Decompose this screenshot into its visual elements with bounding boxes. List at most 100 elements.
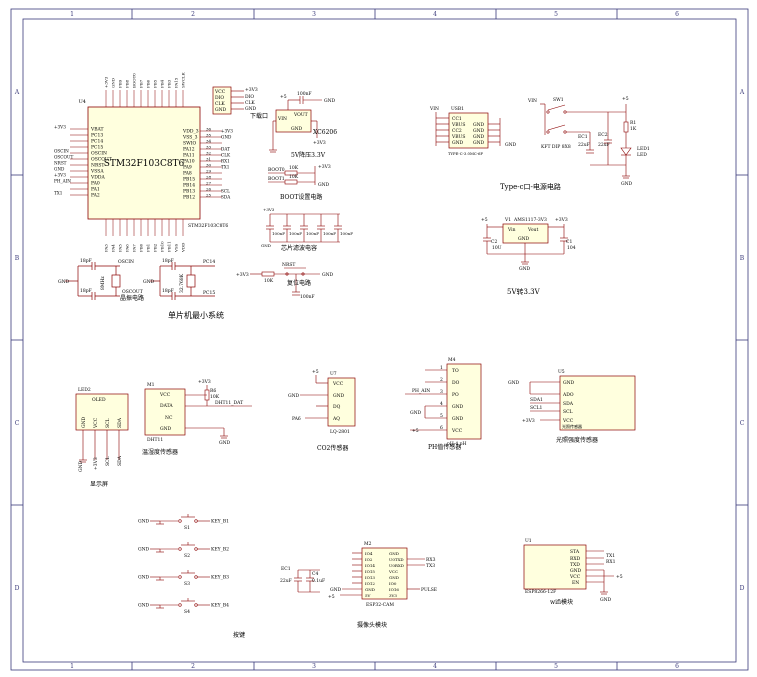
- camera-plus5: +5: [328, 594, 335, 600]
- co2-pin: DQ: [333, 404, 341, 410]
- oled-pin: VCC: [93, 417, 99, 429]
- mcu-chip-name: STM32F103C8T6: [104, 159, 185, 169]
- dht-pin: GND: [160, 426, 172, 432]
- mcu-left-net: +3V3: [54, 125, 66, 130]
- download-net: CLK: [245, 100, 255, 106]
- mcu-bottom-net: PB0: [139, 243, 144, 252]
- mcu-right-net: DAT: [221, 147, 230, 152]
- ldo-bottom-cap-val: 104: [567, 245, 576, 251]
- mcu-top-net: BOOT0: [132, 73, 137, 88]
- typec-right-pin: GND: [473, 128, 485, 134]
- boot-label: BOOT0: [268, 167, 285, 173]
- filter-cap: 100nF: [272, 231, 285, 236]
- dht-dat: DHT11_DAT: [215, 400, 243, 406]
- psw-r1: R1: [630, 120, 636, 126]
- col-label: 2: [191, 11, 195, 18]
- download-port: VCC DIO CLK GND +3V3 DIO CLK GND 下载口: [212, 86, 268, 120]
- filter-gnd: GND: [261, 243, 271, 248]
- oled-pin: SCL: [105, 418, 111, 428]
- typec-right-pin: GND: [473, 134, 485, 140]
- keys-title: 按键: [233, 631, 245, 639]
- col-label: 5: [554, 663, 558, 670]
- key-ref: S2: [184, 553, 190, 559]
- typec-left-pin: CC2: [452, 128, 462, 134]
- camera-right-pin: VCC: [388, 569, 398, 574]
- mcu-left-pin-name: PC13: [91, 133, 103, 139]
- mcu-left-net: GND: [54, 167, 65, 172]
- reset-cap: 100nF: [300, 294, 315, 300]
- reset-3v3: +3V3: [236, 272, 249, 278]
- download-title: 下载口: [250, 112, 268, 120]
- keys-block: 按键 GNDS1KEY_B1GNDS2KEY_B2GNDS3KEY_B3GNDS…: [138, 514, 245, 639]
- mcu-right-net: TX1: [221, 165, 230, 170]
- filter-caps: +3V3 GND 100nF 100nF 100nF 100nF 100nF 芯…: [261, 207, 353, 252]
- crystal-gnd-label: GND: [58, 279, 70, 285]
- light-pin: SCL: [563, 409, 573, 415]
- mcu-bottom-net: PB2: [153, 243, 158, 252]
- mcu-left-pin-name: VDDA: [90, 175, 105, 181]
- typec-right-pin: GND: [473, 140, 485, 146]
- mcu-ref: U4: [79, 99, 86, 105]
- download-net: +3V3: [245, 87, 258, 93]
- mcu-right-net: +3V3: [221, 129, 233, 134]
- ph-num: 4: [440, 401, 443, 407]
- crystal-labels: GND 18pF 18pF 8MHz OSCIN OSCOUT GND 18pF…: [58, 258, 215, 302]
- camera-ref: M2: [364, 541, 372, 547]
- boot-circuit: BOOT0 BOOT1 10K 10K +3V3 GND BOOT设置电路: [268, 164, 331, 201]
- wifi-module: U1 STA RXD TXD GND VCC EN ESP8266-12F TX…: [523, 538, 623, 606]
- boot-gnd: GND: [318, 182, 330, 188]
- camera-title: 摄像头模块: [357, 621, 387, 629]
- key-ref: S3: [184, 581, 190, 587]
- mcu-bottom-net: PA7: [132, 244, 137, 252]
- camera-left-pin: IO14: [365, 563, 375, 568]
- ph-num: 2: [440, 377, 443, 383]
- key-gnd-label: GND: [138, 575, 150, 581]
- wifi-pin: GND: [570, 568, 582, 574]
- oled-ref: LED2: [78, 387, 91, 393]
- mcu-left-pin-name: OSCOUT: [91, 157, 112, 163]
- mcu-left-pins: VBAT+3V3PC13PC14PC15OSCINOSCINOSCOUTOSCO…: [54, 125, 112, 199]
- ldo-bottom-3v3: +3V3: [555, 217, 568, 223]
- dht-pin: DATA: [160, 403, 173, 409]
- reset-circuit: +3V3 NRST GND 10K 100nF 复位电路: [236, 262, 334, 300]
- crystal-oscout: OSCOUT: [122, 289, 143, 295]
- download-pin: DIO: [215, 95, 224, 101]
- camera-left-pin: IO13: [365, 575, 375, 580]
- camera-left-pin: IO12: [365, 581, 375, 586]
- mcu-top-net: +3V3: [104, 76, 109, 88]
- filter-cap: 100nF: [323, 231, 336, 236]
- mcu-right-pin-name: PB12: [183, 195, 195, 201]
- ldo-top-plus5: +5: [280, 94, 287, 100]
- light-part: 光照传感器: [562, 423, 582, 429]
- psw-vin: VIN: [527, 98, 537, 104]
- key-net: KEY_B2: [211, 547, 229, 553]
- ldo-bottom-cap: C1: [566, 239, 572, 245]
- ph-pin: TO: [452, 368, 459, 374]
- oled-net: SCL: [105, 456, 111, 466]
- mcu-top-net: SWCLK: [181, 71, 186, 88]
- crystal-cap1: 18pF: [80, 258, 92, 264]
- camera-right-pin: GND: [389, 551, 399, 556]
- co2-part: LQ-2801: [330, 429, 350, 435]
- camera-ec: EC1: [281, 566, 291, 572]
- camera-right-pin: GND: [389, 575, 399, 580]
- frame-col-labels-top: 1 2 3 4 5 6: [70, 11, 679, 18]
- mcu-left-pin-name: PC15: [91, 145, 103, 151]
- row-label: B: [15, 255, 20, 262]
- download-pin: GND: [215, 107, 227, 113]
- ldo-bottom-title: 5V转3.3V: [507, 287, 541, 296]
- mcu-right-pin-num: 30: [206, 163, 212, 168]
- typec-part: TYPE-C-3.0MC-6P: [448, 151, 483, 156]
- ldo-top-3v3: +3V3: [313, 140, 326, 146]
- wifi-pin: EN: [572, 580, 579, 586]
- download-pin: VCC: [214, 89, 226, 95]
- mcu-right-net: GND: [221, 135, 232, 140]
- crystal-main-freq: 8MHz: [100, 276, 106, 290]
- mcu-left-net: OSCIN: [54, 149, 69, 154]
- col-label: 2: [191, 663, 195, 670]
- ph-num: 5: [440, 413, 443, 419]
- mcu-top-net: PB4: [160, 79, 165, 88]
- camera-left-pin: GND: [365, 587, 375, 592]
- row-label: C: [15, 420, 20, 427]
- typec-ref: USB1: [451, 106, 464, 112]
